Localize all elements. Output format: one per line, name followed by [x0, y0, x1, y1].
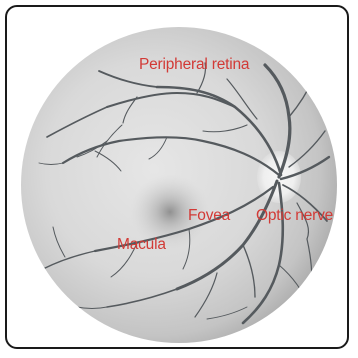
- label-optic-nerve: Optic nerve: [256, 207, 333, 224]
- label-fovea: Fovea: [188, 207, 231, 224]
- retina-fundus-illustration: Peripheral retina Fovea Optic nerve Macu…: [7, 7, 347, 347]
- label-peripheral-retina: Peripheral retina: [139, 56, 250, 73]
- label-macula: Macula: [117, 236, 166, 253]
- figure-frame: Peripheral retina Fovea Optic nerve Macu…: [5, 5, 349, 349]
